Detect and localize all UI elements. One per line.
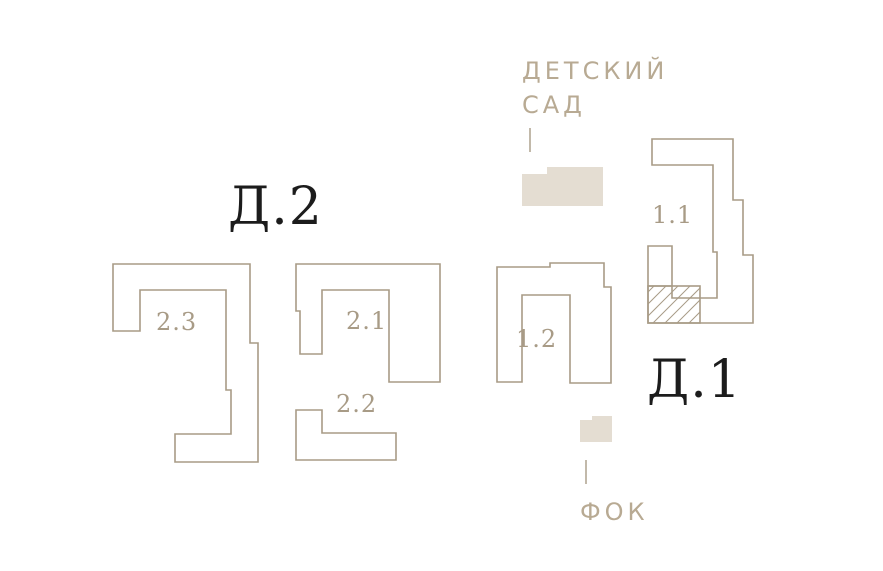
section-d2-label: Д.2 bbox=[228, 177, 323, 237]
building-2-1-label: 2.1 bbox=[346, 307, 388, 335]
building-2-3-label: 2.3 bbox=[156, 308, 198, 336]
building-2-3-outline[interactable] bbox=[112, 263, 259, 463]
kindergarten-label: ДЕТСКИЙ САД bbox=[522, 54, 668, 122]
fok-label: ФОК bbox=[580, 498, 649, 526]
building-1-1-label: 1.1 bbox=[652, 201, 694, 229]
building-2-1-outline[interactable] bbox=[295, 263, 441, 383]
building-1-2-outline[interactable] bbox=[496, 262, 612, 384]
building-2-2-label: 2.2 bbox=[336, 390, 378, 418]
hatched-area-border bbox=[647, 285, 701, 324]
building-1-1-outline[interactable] bbox=[647, 138, 754, 324]
section-d1-label: Д.1 bbox=[647, 350, 742, 410]
hatched-area bbox=[648, 286, 700, 323]
kindergarten-label-line2: САД bbox=[522, 91, 586, 119]
fok-block[interactable] bbox=[580, 416, 612, 442]
kindergarten-block[interactable] bbox=[522, 167, 603, 206]
building-1-2-label: 1.2 bbox=[516, 325, 558, 353]
building-2-2-outline[interactable] bbox=[295, 409, 397, 461]
kindergarten-label-line1: ДЕТСКИЙ bbox=[522, 57, 669, 85]
